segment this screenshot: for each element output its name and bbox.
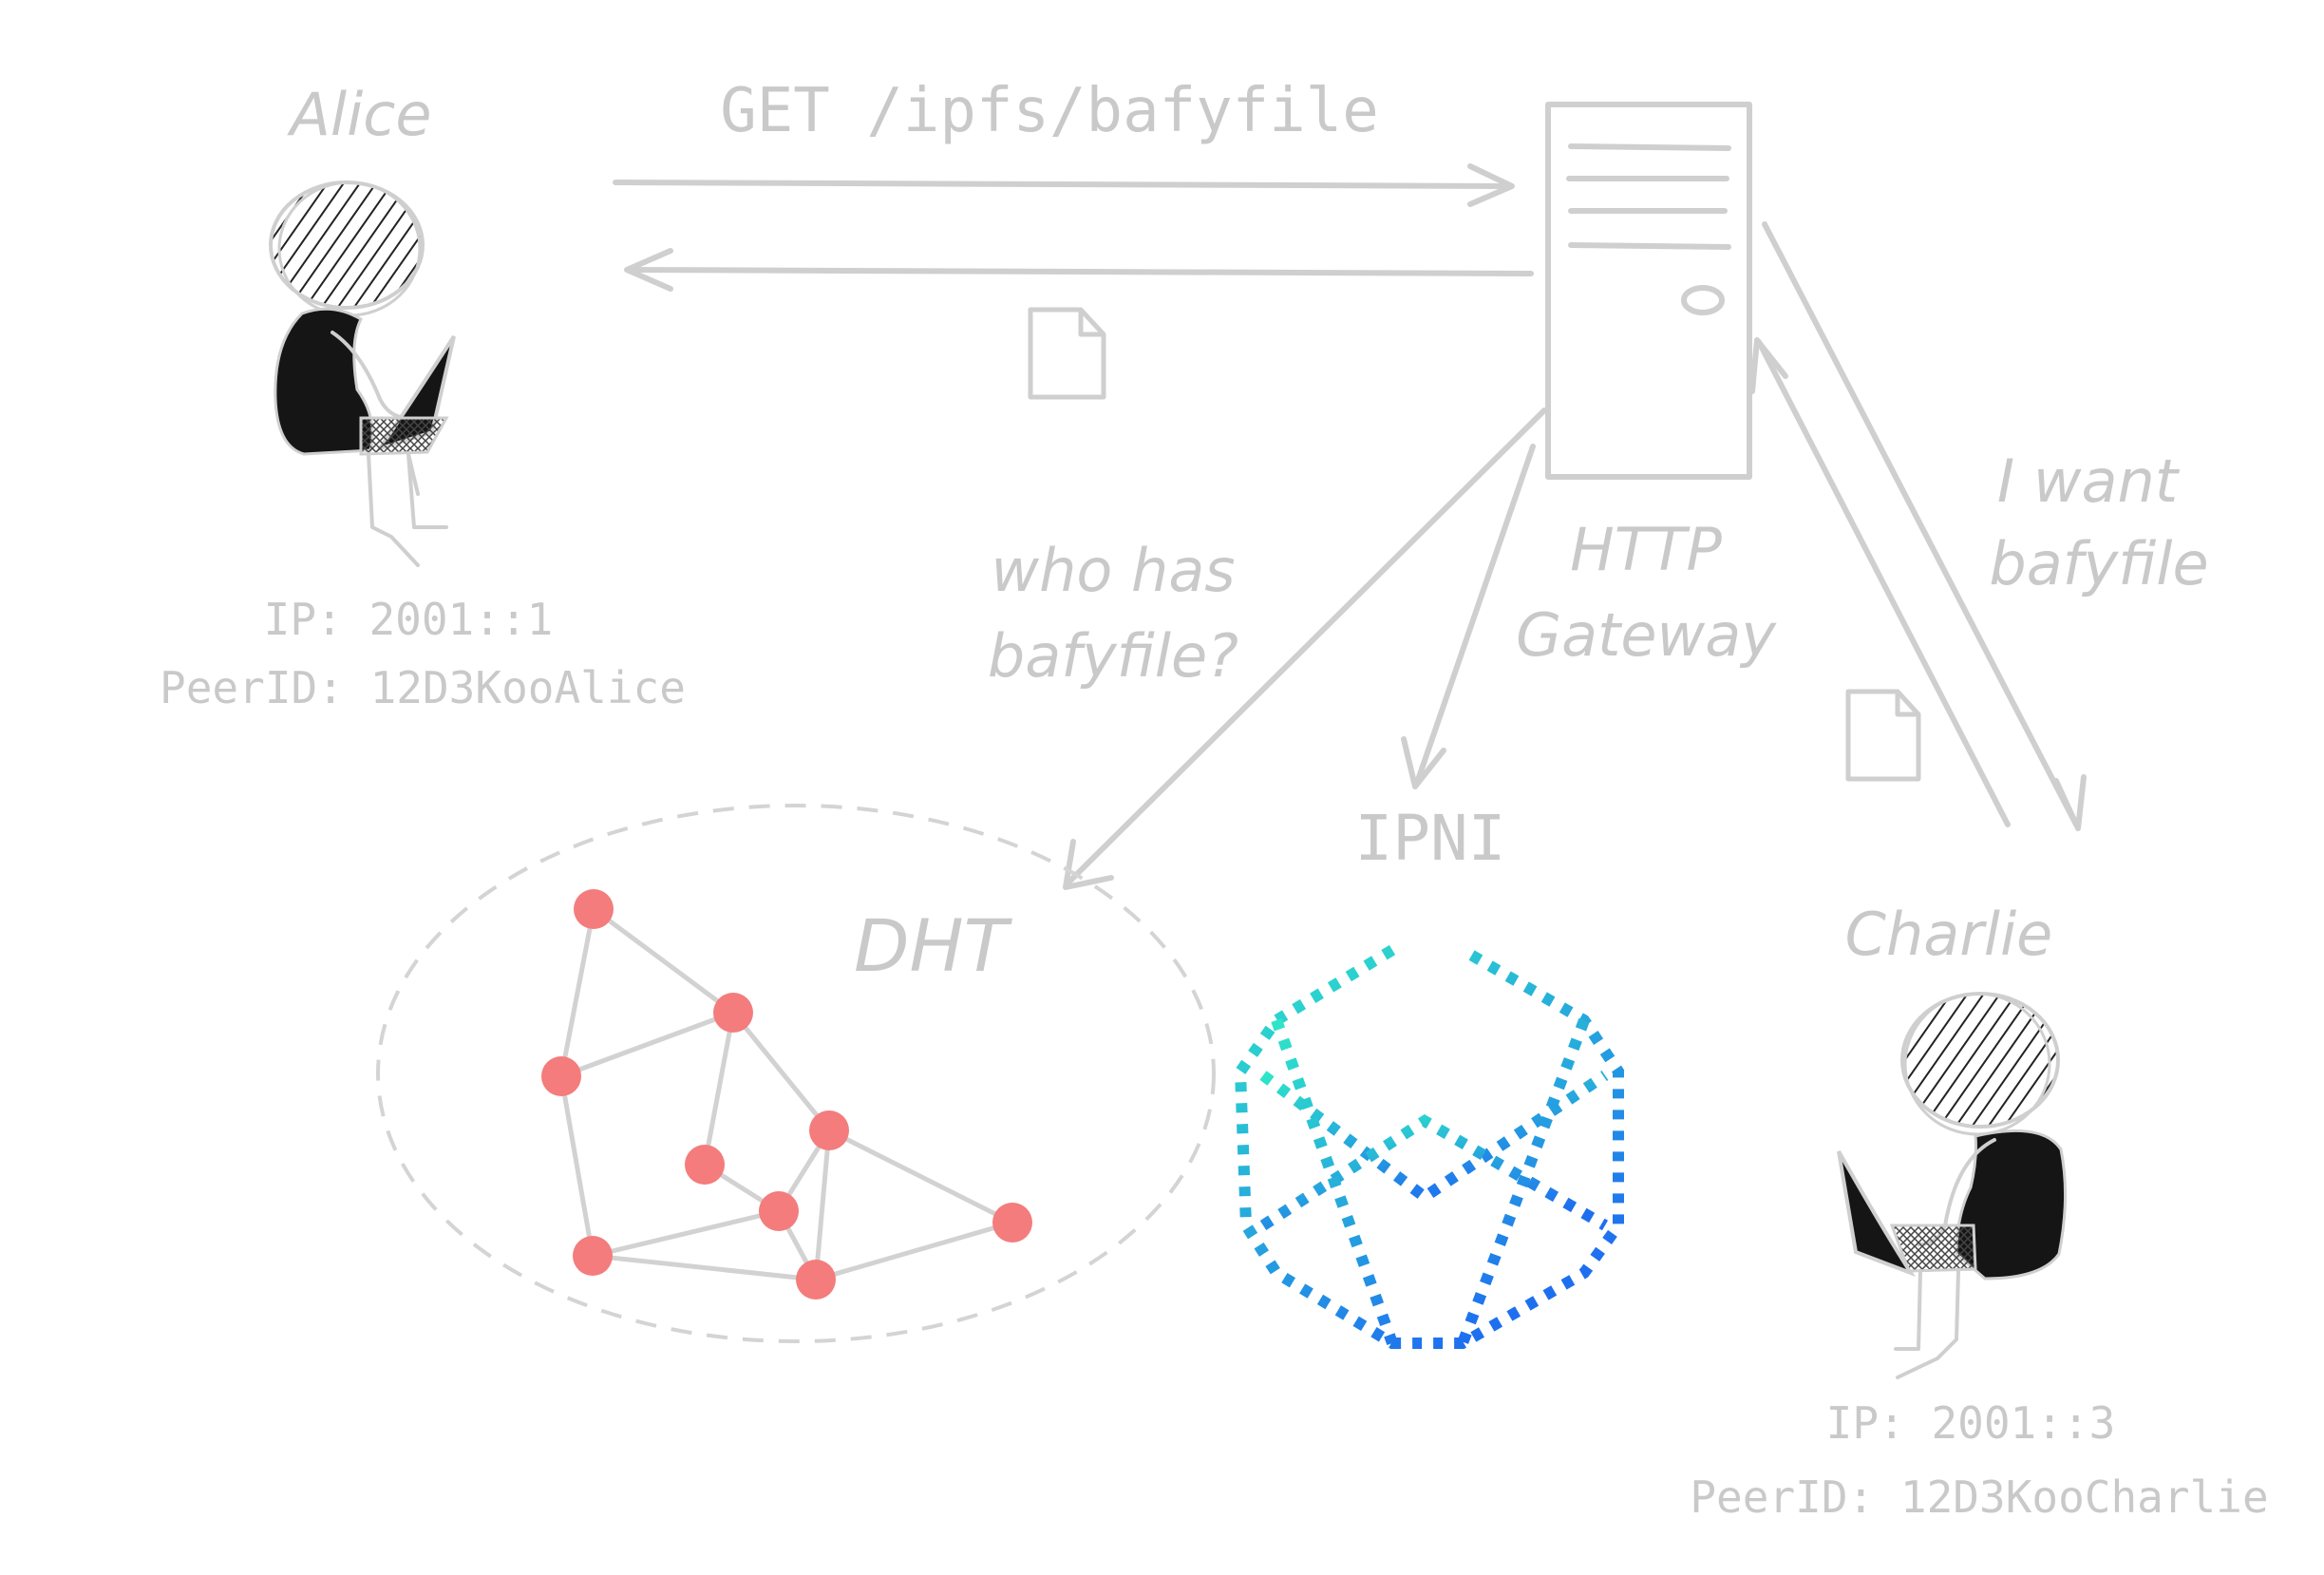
gateway-label-line1: HTTP [1570,515,1722,584]
file-icon [1028,307,1106,400]
dht-query-arrow: who has bafyfile? [988,408,1547,890]
dht-network: DHT [376,804,1216,1343]
http-request-arrow: GET /ipfs/bafyfile [613,76,1515,207]
alice-figure: Alice IP: 2001::1 PeerID: 12D3KooAlice [160,80,686,713]
alice-head [269,180,425,317]
charlie-ip: IP: 2001::3 [1826,1397,2116,1449]
dht-node [759,1191,799,1231]
request-label: GET /ipfs/bafyfile [720,76,1379,146]
alice-peer-id: PeerID: 12D3KooAlice [160,662,686,713]
dht-node [713,993,753,1033]
dht-node [574,889,614,929]
charlie-name: Charlie [1845,900,2053,969]
alice-body [274,307,374,456]
charlie-laptop [1837,1150,1977,1278]
dht-node [685,1145,725,1185]
dht-node [796,1260,836,1300]
dht-label: DHT [854,903,1013,988]
charlie-figure: Charlie IP: 2001::3 PeerID: 12D3KooCharl… [1690,900,2268,1523]
http-response-arrow [624,248,1534,400]
query-line1: who has [991,536,1235,605]
charlie-request-line1: I want [1997,446,2181,516]
alice-laptop [359,334,456,456]
charlie-request-line2: bafyfile [1989,529,2208,598]
ipni-label: IPNI [1355,802,1506,875]
charlie-head [1900,992,2060,1136]
alice-ip: IP: 2001::1 [264,594,554,645]
http-gateway-server: HTTP Gateway [1516,102,1777,670]
ipni-query-arrow [1401,444,1536,789]
dht-node [992,1203,1032,1243]
ipni-network: IPNI [1234,802,1624,1349]
file-icon [1845,689,1921,782]
dht-node [541,1056,581,1096]
query-line2: bafyfile? [988,621,1238,691]
charlie-response-arrow [1749,337,2011,827]
charlie-body [1955,1129,2068,1281]
charlie-request-arrow: I want bafyfile [1762,221,2209,831]
dht-nodes [541,889,1032,1300]
gateway-label-line2: Gateway [1516,600,1777,670]
alice-name: Alice [286,80,431,149]
ipni-logo [1234,944,1624,1349]
dht-node [573,1236,613,1276]
dht-node [809,1110,849,1150]
charlie-peer-id: PeerID: 12D3KooCharlie [1690,1471,2268,1523]
dht-edges [558,906,1014,1282]
